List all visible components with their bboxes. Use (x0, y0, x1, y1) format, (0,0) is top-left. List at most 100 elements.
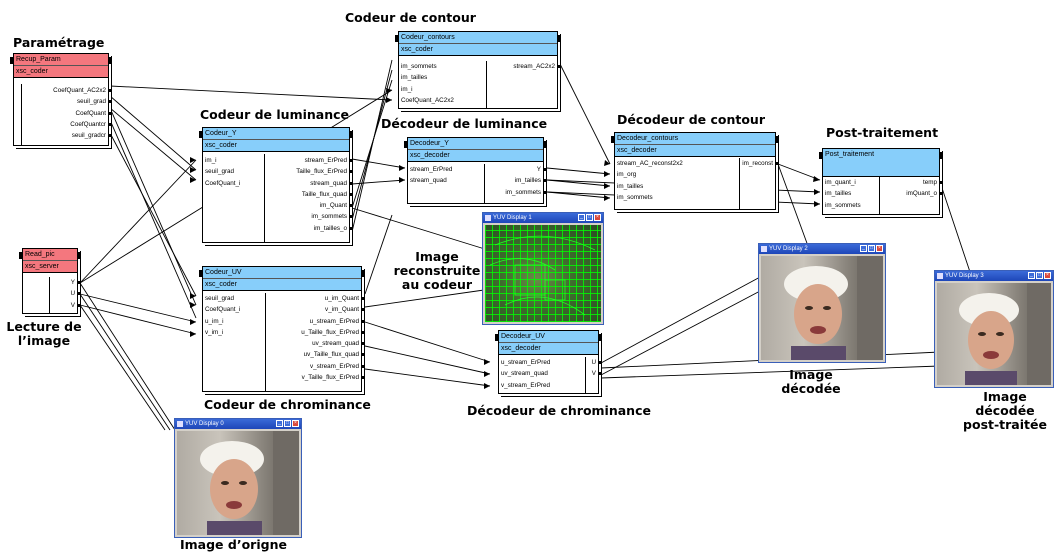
output-port[interactable]: im_tailles (485, 175, 546, 186)
output-port[interactable]: stream_AC2x2 (487, 61, 560, 72)
output-port[interactable]: im_Quant (265, 200, 352, 211)
output-port[interactable]: im_sommets (485, 187, 546, 198)
block-read-pic[interactable]: Read_pic xsc_server Y U V (19, 248, 81, 314)
output-port[interactable]: CoefQuant (22, 108, 111, 119)
input-port[interactable]: im_tailles (617, 182, 644, 190)
output-port[interactable]: V (586, 368, 601, 379)
block-codeur-contours[interactable]: Codeur_contours xsc_coder im_sommets im_… (395, 31, 561, 109)
input-port[interactable]: stream_quad (410, 177, 447, 185)
block-codeur-y[interactable]: Codeur_Y xsc_coder im_i seuil_grad CoefQ… (199, 127, 353, 243)
input-port[interactable]: im_sommets (401, 63, 437, 70)
output-port[interactable]: im_tailles_o (265, 223, 352, 234)
input-port[interactable]: seuil_grad (205, 168, 235, 176)
input-port[interactable]: im_i (205, 157, 217, 164)
yuv-display-2-window[interactable]: YUV Display 2 _ □ × (758, 243, 886, 363)
minimize-icon[interactable]: _ (860, 245, 867, 252)
input-port[interactable]: CoefQuant_i (205, 306, 241, 314)
close-icon[interactable]: × (594, 214, 601, 221)
maximize-icon[interactable]: □ (1036, 272, 1043, 279)
block-title: Read_pic (25, 251, 55, 258)
window-titlebar[interactable]: YUV Display 0 _ □ × (175, 419, 301, 429)
output-port[interactable]: im_sommets (265, 211, 352, 222)
block-header: Codeur_contours xsc_coder (399, 32, 557, 56)
output-port[interactable]: stream_ErPred (265, 155, 352, 166)
window-titlebar[interactable]: YUV Display 2 _ □ × (759, 244, 885, 254)
block-recup-param[interactable]: Recup_Param xsc_coder CoefQuant_AC2x2 se… (10, 53, 112, 146)
output-port[interactable]: im_reconst (740, 158, 778, 169)
output-port[interactable]: U (586, 357, 601, 368)
yuv-display-0-window[interactable]: YUV Display 0 _ □ × (174, 418, 302, 538)
input-port[interactable]: im_sommets (825, 201, 861, 209)
yuv-display-3-window[interactable]: YUV Display 3 _ □ × (934, 270, 1054, 388)
minimize-icon[interactable]: _ (276, 420, 283, 427)
output-port[interactable]: stream_quad (265, 178, 352, 189)
input-port[interactable]: im_quant_i (825, 179, 856, 186)
output-port[interactable]: uv_stream_quad (266, 338, 364, 349)
block-post-traitement[interactable]: Post_traitement im_quant_i im_tailles im… (819, 148, 943, 215)
input-port[interactable]: im_sommets (617, 193, 653, 201)
caption-line: l’image (17, 333, 71, 348)
caption-image-post-traitee: Image décodée post-traitée (955, 390, 1055, 432)
input-port[interactable]: im_tailles (401, 74, 428, 82)
output-port[interactable]: uv_Taille_flux_quad (266, 349, 364, 360)
input-port[interactable]: seuil_grad (205, 295, 235, 302)
output-port[interactable]: v_im_Quant (266, 304, 364, 315)
input-port[interactable]: CoefQuant_i (205, 179, 241, 187)
block-title: Codeur_contours (401, 34, 455, 41)
close-icon[interactable]: × (1044, 272, 1051, 279)
block-decodeur-contours[interactable]: Decodeur_contours xsc_decoder stream_AC_… (611, 132, 779, 210)
close-icon[interactable]: × (292, 420, 299, 427)
output-port[interactable]: V (50, 300, 80, 311)
input-port[interactable]: im_tailles (825, 190, 852, 198)
input-port[interactable]: u_stream_ErPred (501, 359, 551, 366)
output-port[interactable]: u_Taille_flux_ErPred (266, 327, 364, 338)
caption-image-reconstruite: Image reconstruite au codeur (389, 250, 485, 292)
input-port[interactable]: v_stream_ErPred (501, 381, 550, 389)
minimize-icon[interactable]: _ (1028, 272, 1035, 279)
input-port[interactable]: im_i (401, 85, 413, 93)
block-decodeur-y[interactable]: Decodeur_Y xsc_decoder stream_ErPred str… (404, 137, 547, 204)
block-decodeur-uv[interactable]: Decodeur_UV xsc_decoder u_stream_ErPred … (495, 330, 602, 394)
output-port[interactable]: u_stream_ErPred (266, 316, 364, 327)
output-port[interactable]: U (50, 288, 80, 299)
original-image (177, 431, 299, 535)
input-port[interactable]: stream_AC_reconst2x2 (617, 160, 683, 167)
output-port[interactable]: Taille_flux_ErPred (265, 166, 352, 177)
window-titlebar[interactable]: YUV Display 1 _ □ × (483, 213, 603, 223)
block-header: Decodeur_UV xsc_decoder (499, 331, 598, 355)
output-port[interactable]: v_Taille_flux_ErPred (266, 372, 364, 383)
output-port[interactable]: CoefQuantcr (22, 119, 111, 130)
output-port[interactable]: Y (485, 164, 546, 175)
caption-codeur-contour: Codeur de contour (345, 10, 476, 25)
block-class: xsc_server (23, 260, 77, 272)
reconstructed-image (485, 225, 601, 322)
maximize-icon[interactable]: □ (868, 245, 875, 252)
block-codeur-uv[interactable]: Codeur_UV xsc_coder seuil_grad CoefQuant… (199, 266, 365, 392)
close-icon[interactable]: × (876, 245, 883, 252)
output-port[interactable]: Y (50, 277, 80, 288)
caption-image-decodee: Image décodée (781, 368, 841, 396)
output-port[interactable]: CoefQuant_AC2x2 (22, 85, 111, 96)
output-port[interactable]: seuil_gradcr (22, 130, 111, 141)
output-port[interactable]: v_stream_ErPred (266, 361, 364, 372)
window-title: YUV Display 1 (493, 215, 532, 221)
output-port[interactable]: imQuant_o (880, 188, 942, 199)
input-port[interactable]: v_im_i (205, 328, 224, 336)
input-port[interactable]: im_org (617, 171, 637, 179)
block-header: Codeur_UV xsc_coder (203, 267, 361, 291)
maximize-icon[interactable]: □ (586, 214, 593, 221)
output-port[interactable]: temp (880, 177, 942, 188)
input-port[interactable]: CoefQuant_AC2x2 (401, 96, 454, 104)
output-port[interactable]: Taille_flux_quad (265, 189, 352, 200)
minimize-icon[interactable]: _ (578, 214, 585, 221)
input-port[interactable]: uv_stream_quad (501, 370, 548, 378)
input-port[interactable]: u_im_i (205, 317, 224, 325)
yuv-display-1-window[interactable]: YUV Display 1 _ □ × (482, 212, 604, 325)
input-port[interactable]: stream_ErPred (410, 166, 453, 173)
output-port[interactable]: u_im_Quant (266, 293, 364, 304)
caption-line: au codeur (401, 277, 473, 292)
caption-decodeur-luminance: Décodeur de luminance (381, 116, 548, 131)
window-titlebar[interactable]: YUV Display 3 _ □ × (935, 271, 1053, 281)
maximize-icon[interactable]: □ (284, 420, 291, 427)
output-port[interactable]: seuil_grad (22, 96, 111, 107)
